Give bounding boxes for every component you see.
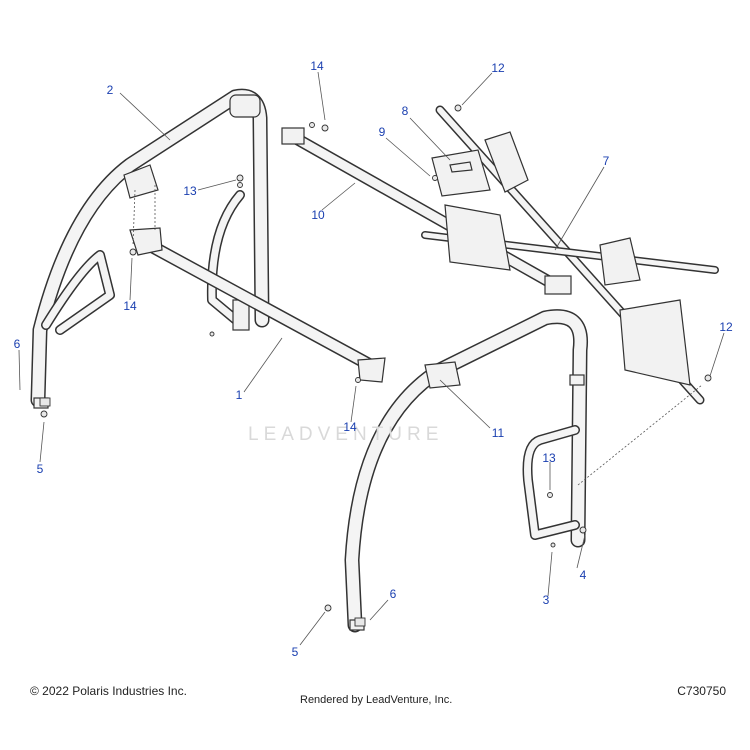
callout-4[interactable]: 4 bbox=[579, 568, 587, 582]
callout-6-right[interactable]: 6 bbox=[389, 587, 397, 601]
lower-cross-bar bbox=[129, 227, 386, 383]
callout-5-right[interactable]: 5 bbox=[291, 645, 299, 659]
rendered-by-text: Rendered by LeadVenture, Inc. bbox=[300, 694, 453, 706]
diagram-code: C730750 bbox=[677, 684, 726, 698]
callout-13-bottom[interactable]: 13 bbox=[542, 451, 556, 465]
leader-lines bbox=[18, 71, 725, 646]
callout-7[interactable]: 7 bbox=[602, 154, 610, 168]
callout-1[interactable]: 1 bbox=[235, 388, 243, 402]
rear-brace-frame bbox=[421, 105, 719, 405]
callout-14-top[interactable]: 14 bbox=[310, 59, 324, 73]
hardware bbox=[39, 104, 712, 627]
callout-10[interactable]: 10 bbox=[311, 208, 325, 222]
callout-3[interactable]: 3 bbox=[542, 593, 550, 607]
callout-12-top[interactable]: 12 bbox=[491, 61, 505, 75]
callout-5-left[interactable]: 5 bbox=[36, 462, 44, 476]
copyright-text: © 2022 Polaris Industries Inc. bbox=[30, 684, 187, 698]
rear-hoop bbox=[344, 309, 589, 633]
callout-9[interactable]: 9 bbox=[378, 125, 386, 139]
callout-13-top[interactable]: 13 bbox=[183, 184, 197, 198]
callout-14-center[interactable]: 14 bbox=[343, 420, 357, 434]
front-left-hoop bbox=[30, 88, 270, 409]
upper-cross-bar bbox=[281, 127, 572, 295]
callout-14-left[interactable]: 14 bbox=[123, 299, 137, 313]
callout-11[interactable]: 11 bbox=[491, 426, 505, 440]
callout-2[interactable]: 2 bbox=[106, 83, 114, 97]
alignment-lines bbox=[132, 185, 703, 486]
callout-8[interactable]: 8 bbox=[401, 104, 409, 118]
watermark: LEADVENTURE bbox=[248, 424, 444, 445]
callout-12-right[interactable]: 12 bbox=[719, 320, 733, 334]
clamp-bracket bbox=[431, 149, 491, 197]
callout-6-left[interactable]: 6 bbox=[13, 337, 21, 351]
